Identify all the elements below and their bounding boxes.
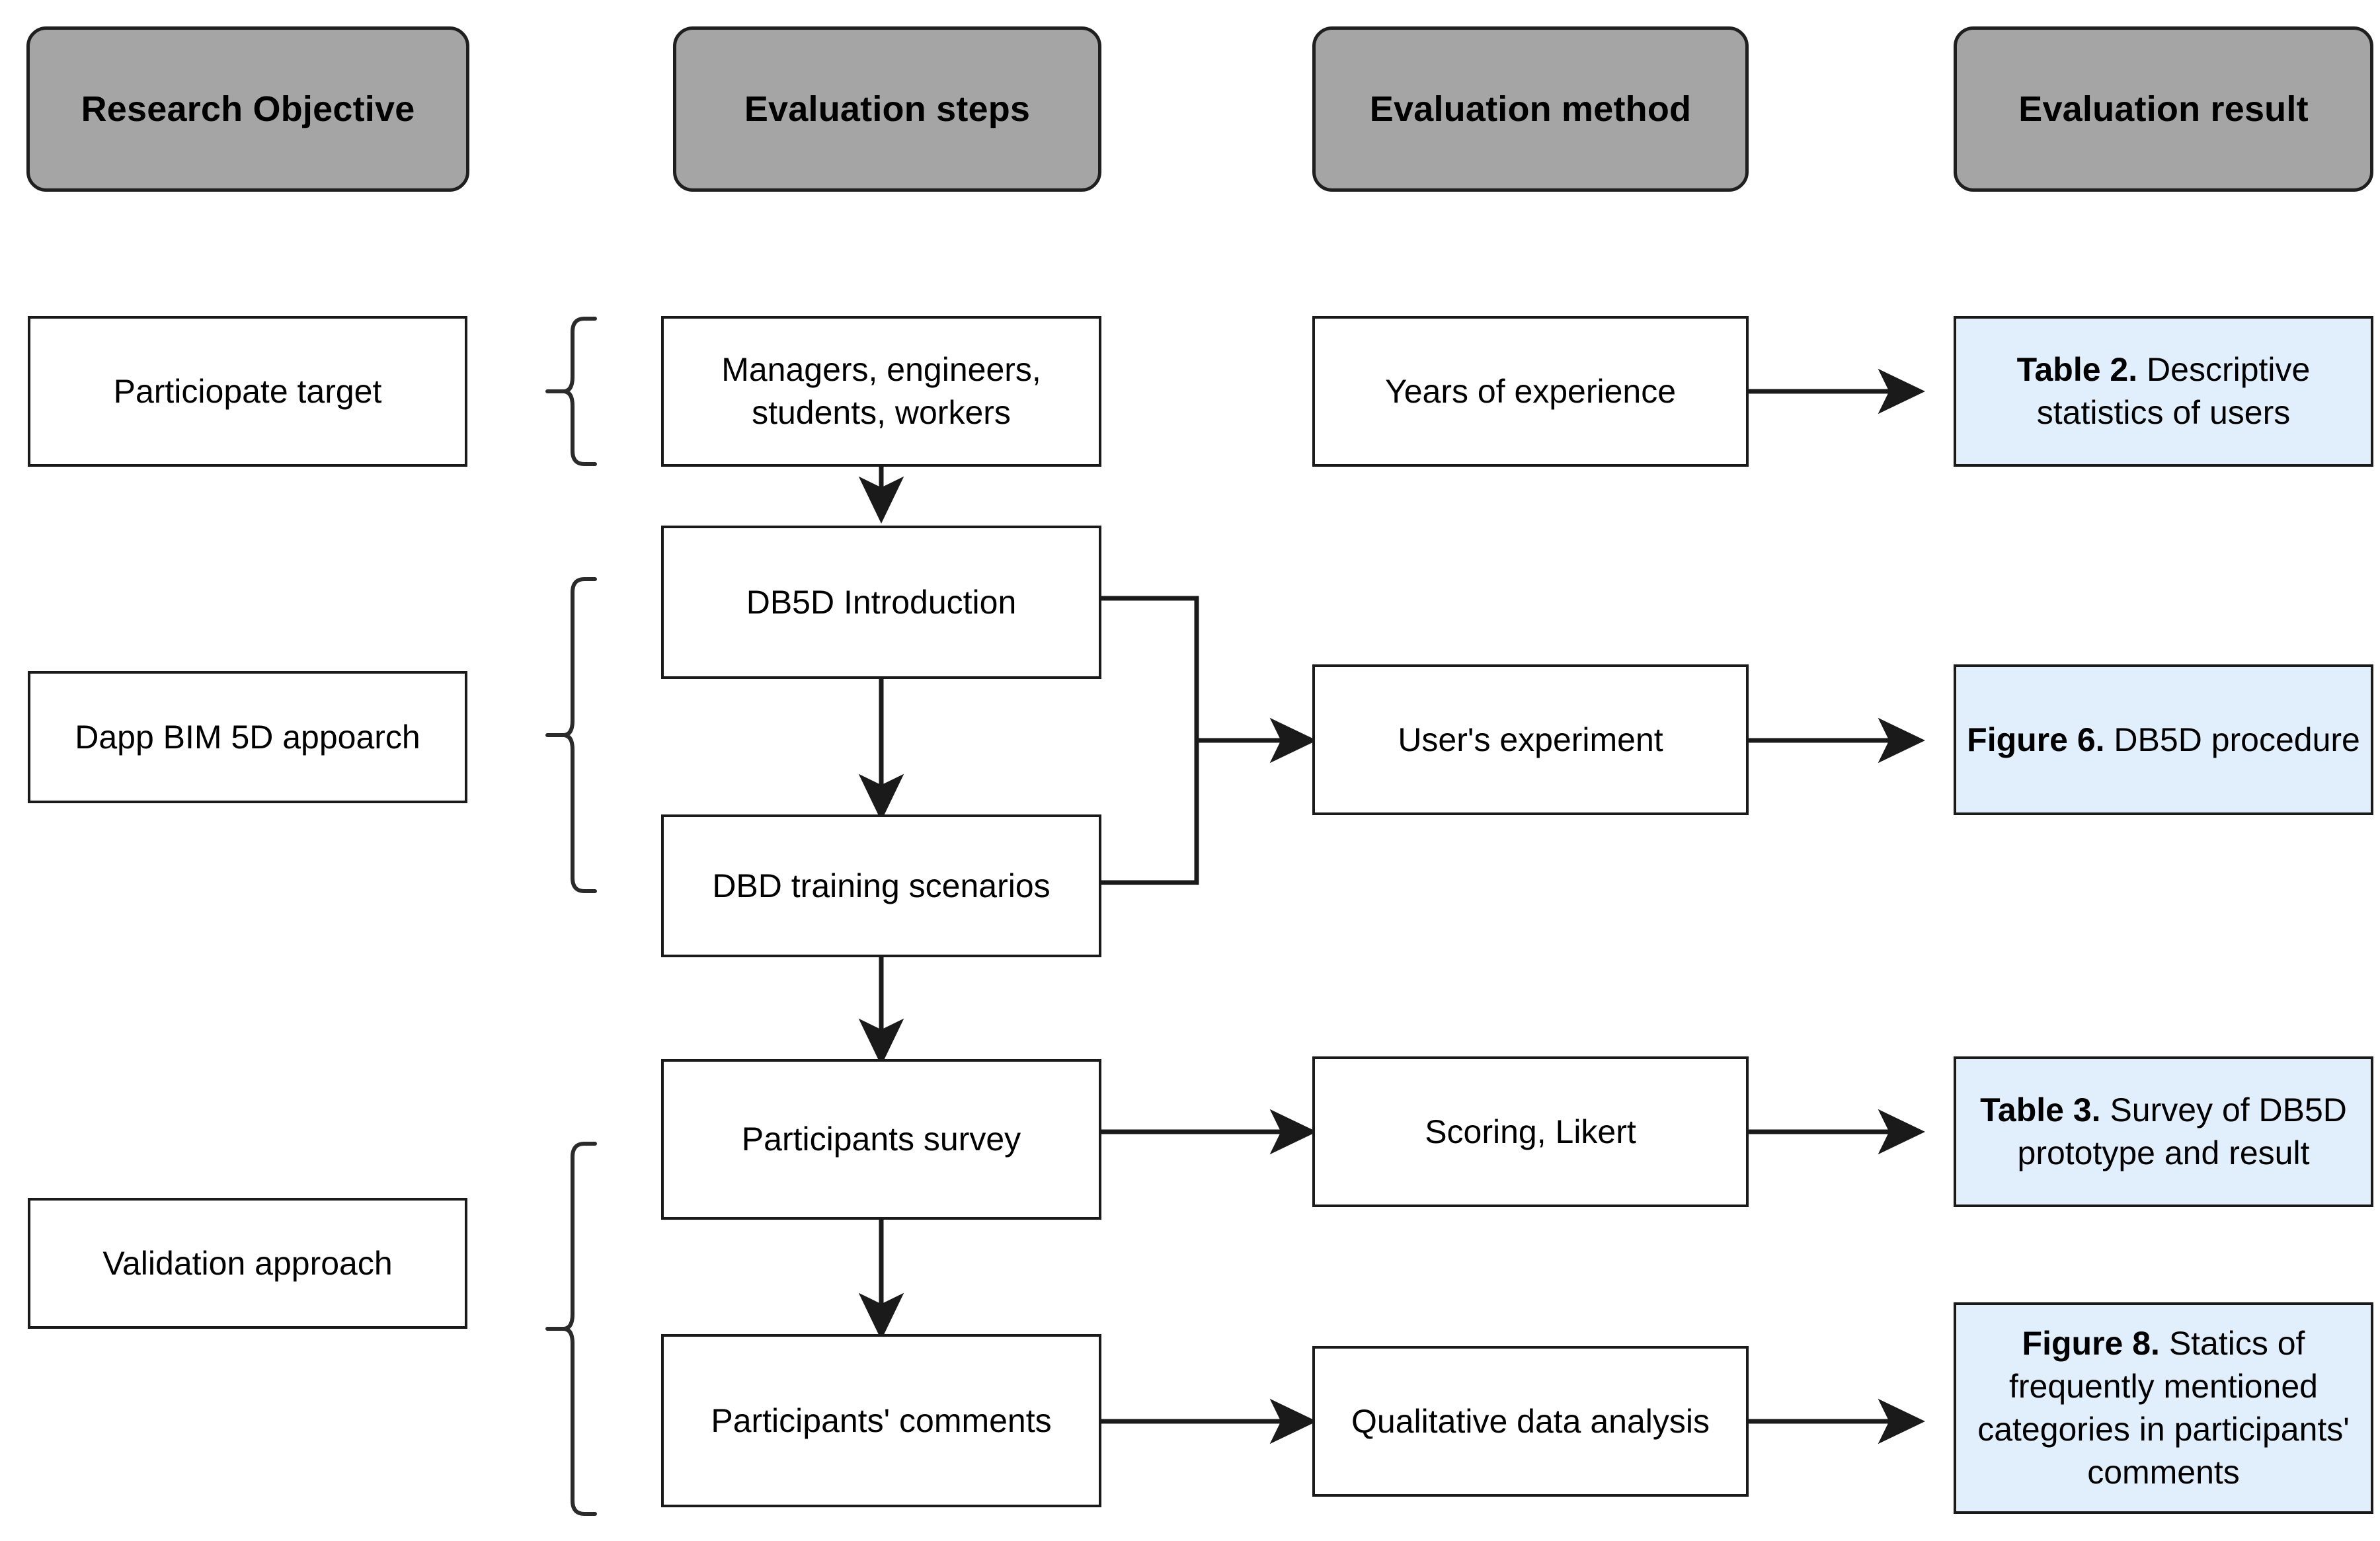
result-label-rest: Survey of DB5D prototype and result: [2017, 1091, 2347, 1171]
result-label-rest: Statics of frequently mentioned categori…: [1977, 1325, 2350, 1491]
method-label: Qualitative data analysis: [1351, 1402, 1710, 1440]
objective-label: Validation approach: [102, 1244, 393, 1282]
result-box-table-2: Table 2. Descriptive statistics of users: [1954, 316, 2373, 467]
result-label-rest: DB5D procedure: [2104, 721, 2360, 758]
step-label: DBD training scenarios: [712, 867, 1051, 904]
step-box-db5d-introduction: DB5D Introduction: [661, 526, 1101, 679]
objective-box-dapp-bim-5d: Dapp BIM 5D appoarch: [28, 671, 467, 803]
objective-label: Dapp BIM 5D appoarch: [75, 718, 420, 756]
edge-db5d-merge: [1101, 596, 1199, 885]
result-label: Figure 6. DB5D procedure: [1965, 719, 2361, 762]
method-label: User's experiment: [1398, 721, 1663, 758]
brace-participate-target: [545, 317, 597, 466]
column-header-label: Evaluation method: [1369, 89, 1692, 129]
column-header-label: Evaluation result: [2018, 89, 2309, 129]
step-label: Participants survey: [741, 1121, 1021, 1158]
method-label: Scoring, Likert: [1425, 1113, 1636, 1150]
result-box-figure-8: Figure 8. Statics of frequently mentione…: [1954, 1302, 2373, 1514]
step-box-dbd-training-scenarios: DBD training scenarios: [661, 814, 1101, 957]
column-header-evaluation-steps: Evaluation steps: [673, 26, 1101, 192]
result-label-bold: Figure 8.: [2022, 1325, 2160, 1362]
step-box-participants: Managers, engineers, students, workers: [661, 316, 1101, 467]
objective-box-validation-approach: Validation approach: [28, 1198, 467, 1329]
objective-box-participate-target: Particiopate target: [28, 316, 467, 467]
brace-validation-approach: [545, 1142, 597, 1516]
objective-label: Particiopate target: [113, 372, 382, 410]
result-label: Table 2. Descriptive statistics of users: [1965, 348, 2361, 434]
result-box-figure-6: Figure 6. DB5D procedure: [1954, 664, 2373, 815]
step-label-line2: students, workers: [752, 394, 1011, 431]
result-label: Table 3. Survey of DB5D prototype and re…: [1965, 1089, 2361, 1175]
method-box-scoring-likert: Scoring, Likert: [1312, 1056, 1749, 1207]
method-box-years-of-experience: Years of experience: [1312, 316, 1749, 467]
column-header-research-objective: Research Objective: [26, 26, 469, 192]
result-label-bold: Figure 6.: [1967, 721, 2105, 758]
step-label: Participants' comments: [711, 1402, 1052, 1439]
result-label-bold: Table 3.: [1980, 1091, 2101, 1128]
step-label-line1: Managers, engineers,: [721, 351, 1041, 388]
result-box-table-3: Table 3. Survey of DB5D prototype and re…: [1954, 1056, 2373, 1207]
result-label-rest: Descriptive statistics of users: [2036, 351, 2311, 431]
column-header-label: Research Objective: [81, 89, 415, 129]
brace-dapp-bim-5d: [545, 577, 597, 893]
result-label: Figure 8. Statics of frequently mentione…: [1965, 1322, 2361, 1494]
column-header-evaluation-result: Evaluation result: [1954, 26, 2373, 192]
method-box-users-experiment: User's experiment: [1312, 664, 1749, 815]
column-header-label: Evaluation steps: [744, 89, 1031, 129]
step-label: Managers, engineers, students, workers: [721, 348, 1041, 434]
step-box-participants-comments: Participants' comments: [661, 1334, 1101, 1507]
result-label-bold: Table 2.: [2016, 351, 2138, 388]
method-label: Years of experience: [1384, 372, 1677, 410]
step-box-participants-survey: Participants survey: [661, 1059, 1101, 1220]
method-box-qualitative-data-analysis: Qualitative data analysis: [1312, 1346, 1749, 1497]
column-header-evaluation-method: Evaluation method: [1312, 26, 1749, 192]
step-label: DB5D Introduction: [746, 583, 1017, 621]
